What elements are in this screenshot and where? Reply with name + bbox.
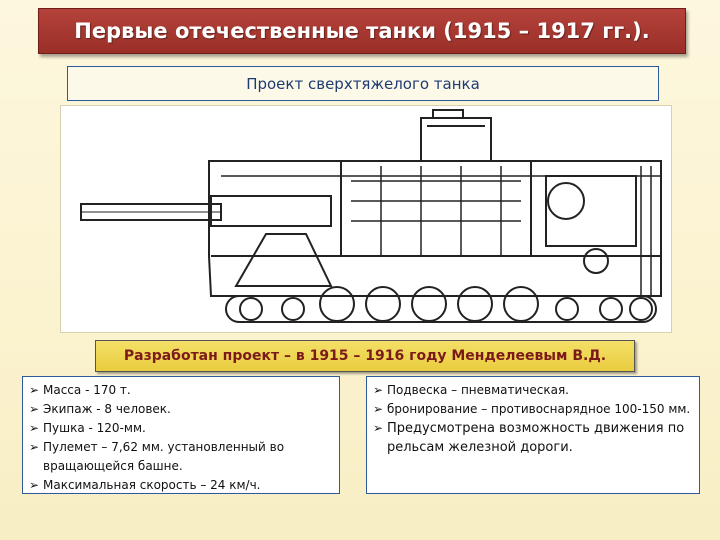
track (225, 295, 657, 323)
engine-block (545, 175, 637, 247)
arrow-bullet-icon: ➢ (29, 478, 40, 492)
developer-banner: Разработан проект – в 1915 – 1916 году М… (95, 340, 635, 372)
spec-item: ➢Пулемет – 7,62 мм. установленный во вра… (29, 440, 285, 473)
spec-item: ➢Подвеска – пневматическая. (373, 381, 693, 400)
slide-title: Первые отечественные танки (1915 – 1917 … (38, 8, 686, 54)
tank-drawing (60, 105, 672, 333)
tank-schematic-svg (80, 109, 662, 323)
spec-item: ➢Пушка - 120-мм. (29, 419, 333, 438)
specs-left-box: ➢Масса - 170 т. ➢Экипаж - 8 человек. ➢Пу… (22, 376, 340, 494)
arrow-bullet-icon: ➢ (373, 402, 384, 416)
arrow-bullet-icon: ➢ (29, 421, 40, 435)
spec-item: ➢Максимальная скорость – 24 км/ч. (29, 476, 333, 495)
spec-item: ➢Масса - 170 т. (29, 381, 333, 400)
spec-item: ➢Предусмотрена возможность движения по р… (373, 421, 685, 455)
arrow-bullet-icon: ➢ (373, 383, 384, 397)
arrow-bullet-icon: ➢ (29, 383, 40, 397)
specs-right-box: ➢Подвеска – пневматическая. ➢бронировани… (366, 376, 700, 494)
arrow-bullet-icon: ➢ (373, 421, 384, 435)
spec-item: ➢бронирование – противоснарядное 100-150… (373, 400, 693, 419)
gun-mount (234, 233, 333, 287)
arrow-bullet-icon: ➢ (29, 402, 40, 416)
spec-item: ➢Экипаж - 8 человек. (29, 400, 333, 419)
arrow-bullet-icon: ➢ (29, 440, 40, 454)
slide-subtitle: Проект сверхтяжелого танка (67, 66, 659, 101)
turret (420, 117, 492, 162)
